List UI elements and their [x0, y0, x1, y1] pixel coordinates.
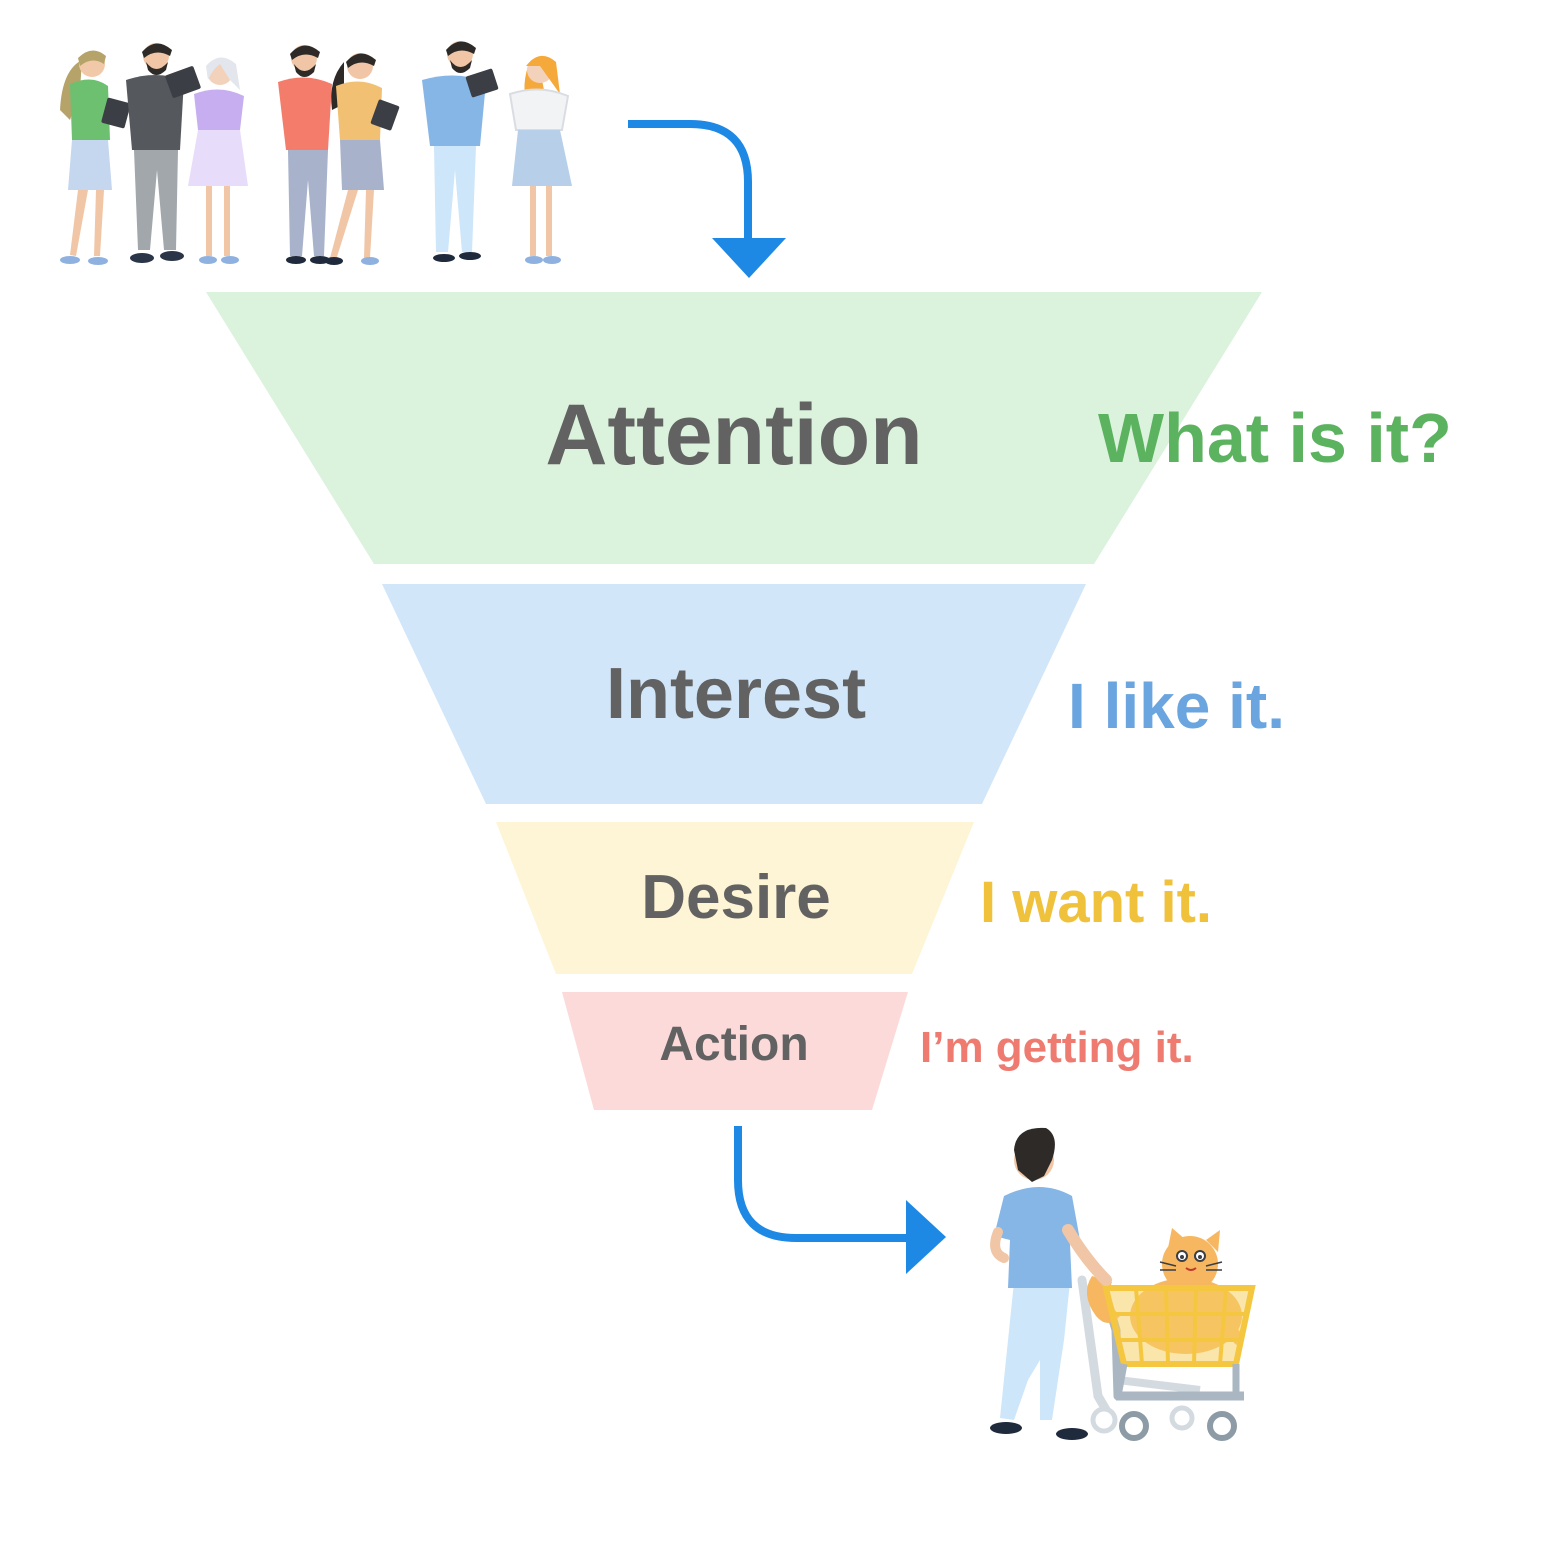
- stage-label-action: Action: [659, 1018, 808, 1071]
- caption-interest: I like it.: [1068, 670, 1285, 742]
- person-woman-orange-hair: [508, 55, 572, 264]
- curved-arrow-right-icon: [734, 1126, 946, 1274]
- person-man-blue-shirt: [422, 41, 499, 262]
- caption-action: I’m getting it.: [920, 1023, 1194, 1072]
- caption-desire: I want it.: [980, 870, 1212, 935]
- stage-label-attention: Attention: [545, 387, 922, 483]
- person-woman-yellow: [325, 53, 400, 265]
- person-man-grey-shirt: [126, 43, 201, 263]
- person-woman-lavender: [188, 57, 248, 264]
- people-group-illustration: [60, 41, 572, 265]
- funnel: Attention Interest Desire Action: [206, 292, 1262, 1110]
- funnel-stage-desire: [496, 822, 974, 974]
- funnel-stage-attention: [206, 292, 1262, 564]
- curved-arrow-down-icon: [628, 120, 786, 278]
- stage-label-desire: Desire: [641, 863, 831, 932]
- person-man-coral-shirt: [278, 45, 332, 264]
- funnel-stage-interest: [382, 584, 1086, 804]
- stage-label-interest: Interest: [606, 654, 866, 734]
- stage-captions: What is it? I like it. I want it. I’m ge…: [920, 399, 1452, 1072]
- cart-basket: [1090, 1285, 1256, 1441]
- shopper-with-cart-illustration: [990, 1127, 1256, 1441]
- funnel-stage-action: [562, 992, 908, 1110]
- person-woman-green: [60, 50, 131, 265]
- caption-attention: What is it?: [1098, 399, 1452, 477]
- shopper-person: [990, 1127, 1112, 1440]
